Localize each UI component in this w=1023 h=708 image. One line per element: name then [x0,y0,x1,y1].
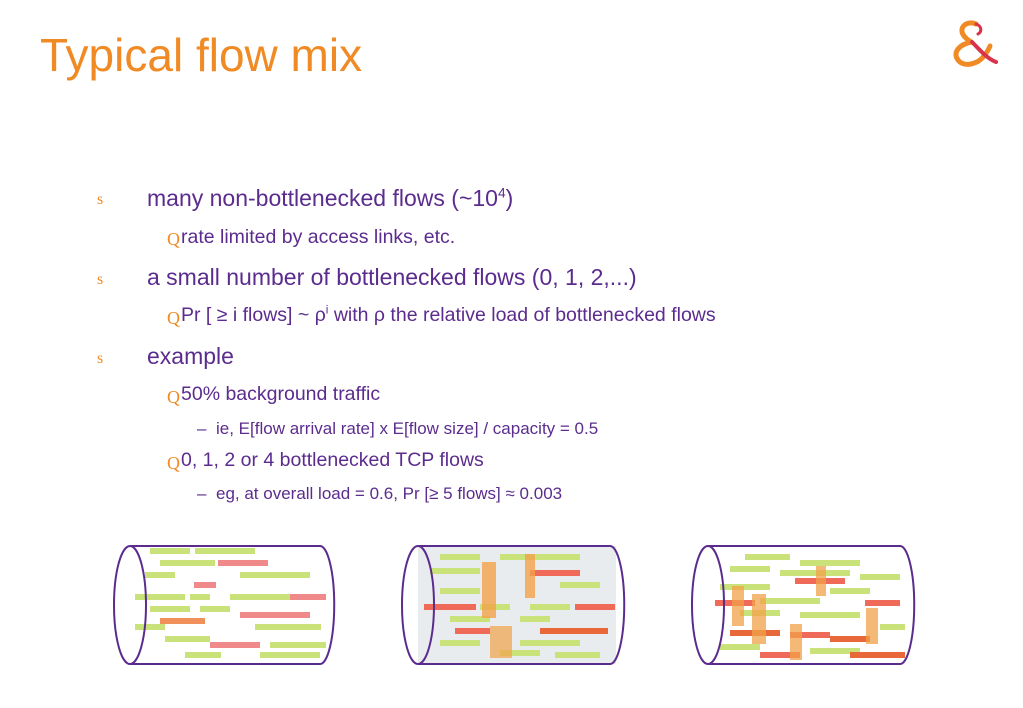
bullet-text: ) [505,185,514,211]
sub-bullet-marker: Q [167,387,180,407]
sub-sub-bullet-eg: eg, at overall load = 0.6, Pr [≥ 5 flows… [216,484,563,503]
bullet-bottlenecked: a small number of bottlenecked flows (0,… [147,264,637,290]
pipe-background-only [113,545,336,665]
sub-bullet-marker: Q [167,229,180,249]
sub-sub-bullet-marker: – [197,419,207,438]
bullet-non-bottlenecked: many non-bottlenecked flows (~104) [147,185,513,212]
bullet-text: Pr [ ≥ i flows] ~ ρ [181,304,326,326]
sub-bullet-rate-limited: rate limited by access links, etc. [181,226,456,248]
pipe-four-bottlenecked [691,545,916,665]
bullet-marker: s [97,350,104,367]
sub-bullet-tcp-flows: 0, 1, 2 or 4 bottlenecked TCP flows [181,449,484,471]
bullet-text: many non-bottlenecked flows (~10 [147,185,498,211]
slide-title: Typical flow mix [40,29,363,81]
bullet-marker: s [97,271,104,288]
ampersand-logo-icon [953,20,998,67]
superscript: i [325,303,329,317]
sub-bullet-background-traffic: 50% background traffic [181,383,381,405]
bullet-example: example [147,343,234,369]
bullet-marker: s [97,191,104,208]
bullet-text: with ρ the relative load of bottlenecked… [328,304,716,326]
flow-pipes-illustration [113,545,916,665]
sub-sub-bullet-marker: – [197,484,207,503]
sub-bullet-marker: Q [167,453,180,473]
superscript: 4 [497,185,506,201]
sub-sub-bullet-ie: ie, E[flow arrival rate] x E[flow size] … [216,419,599,438]
sub-bullet-probability: Pr [ ≥ i flows] ~ ρi with ρ the relative… [181,304,716,327]
pipe-two-bottlenecked [401,545,626,665]
sub-bullet-marker: Q [167,308,180,328]
